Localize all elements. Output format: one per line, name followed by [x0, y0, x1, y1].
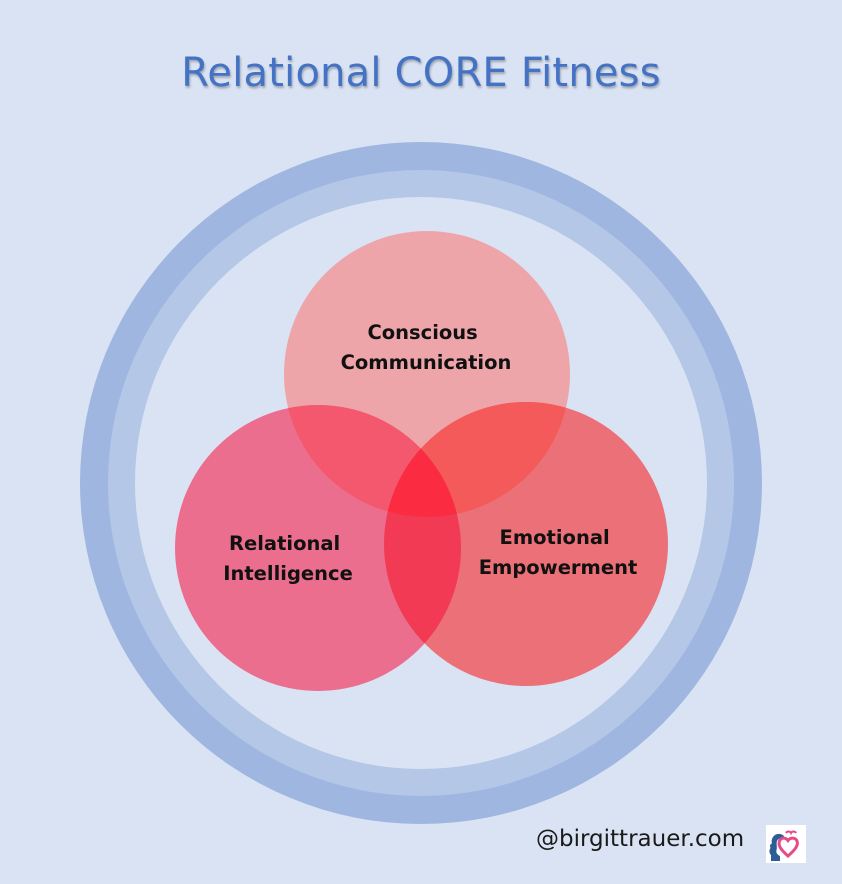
label-line: Intelligence — [223, 562, 353, 585]
label-emotional-empowerment: Emotional Empowerment — [479, 526, 638, 579]
label-relational-intelligence: Relational Intelligence — [223, 532, 353, 585]
label-line: Conscious — [367, 321, 477, 344]
head-heart-icon — [766, 825, 806, 863]
label-conscious-communication: Conscious Communication — [341, 321, 512, 374]
label-line: Relational — [229, 532, 340, 555]
page-title: Relational CORE Fitness — [181, 50, 661, 96]
label-line: Emotional — [500, 526, 610, 549]
label-line: Communication — [341, 351, 512, 374]
overlap-top-left — [284, 405, 461, 517]
overlap-top-right — [384, 402, 570, 517]
label-line: Empowerment — [479, 556, 638, 579]
footer-handle: @birgittrauer.com — [536, 826, 745, 852]
